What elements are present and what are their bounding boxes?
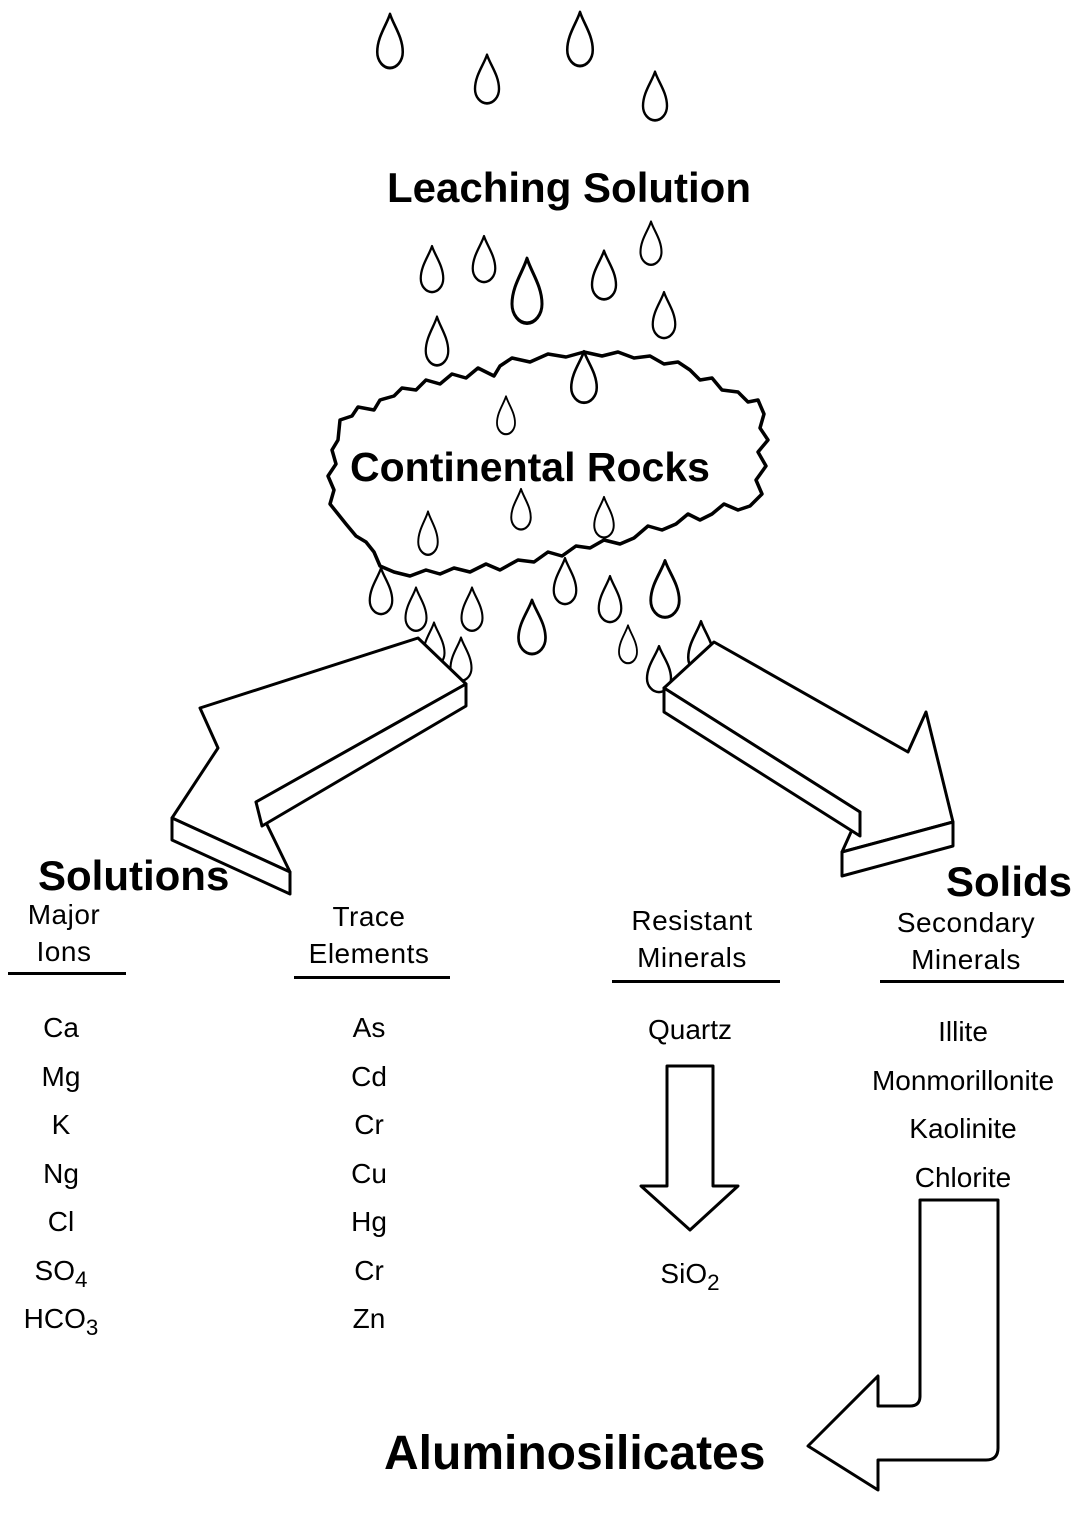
major-ions-rule <box>8 972 126 975</box>
major-ions-header: Major Ions <box>14 896 114 970</box>
list-item: Cr <box>354 1254 384 1286</box>
raindrop-icon <box>424 315 450 367</box>
raindrop-icon <box>473 53 501 105</box>
raindrop-icon <box>597 574 623 624</box>
list-item: Ng <box>0 1150 122 1199</box>
list-item: Kaolinite <box>909 1113 1017 1144</box>
list-item: Ca <box>0 1004 122 1053</box>
secondary-minerals-header-line1: Secondary <box>896 907 1036 938</box>
raindrop-icon <box>552 556 578 606</box>
resistant-minerals-header: Resistant Minerals <box>612 902 772 976</box>
solutions-label: Solutions <box>38 852 230 899</box>
list-item: As <box>352 1012 386 1043</box>
block-arrow-icon <box>170 636 468 896</box>
aluminosilicates-label: Aluminosilicates <box>384 1427 766 1480</box>
raindrop-icon <box>617 624 639 665</box>
secondary-minerals-header-line2: Minerals <box>911 944 1021 975</box>
trace-elements-header-line1: Trace <box>332 901 406 932</box>
formula-subscript: 4 <box>75 1266 88 1292</box>
list-item: SO4 <box>0 1247 122 1296</box>
solids-label: Solids <box>946 858 1073 905</box>
raindrop-icon <box>517 598 547 656</box>
resistant-minerals-header-line2: Minerals <box>637 942 747 973</box>
block-arrow-icon <box>639 1064 740 1232</box>
sio2-base: SiO <box>660 1258 708 1289</box>
list-item: Monmorillonite <box>871 1064 1055 1096</box>
secondary-minerals-rule <box>880 980 1064 983</box>
raindrop-icon <box>404 586 428 632</box>
formula-base: HCO <box>23 1303 86 1334</box>
trace-elements-header-line2: Elements <box>308 938 430 969</box>
list-item: Chlorite <box>914 1161 1012 1193</box>
list-item: Zn <box>352 1303 386 1334</box>
formula-base: SO <box>34 1254 75 1286</box>
major-ions-header-line2: Ions <box>36 936 92 967</box>
raindrop-icon <box>510 256 544 326</box>
leaching-solution-label: Leaching Solution <box>387 164 751 211</box>
resistant-minerals-rule <box>612 980 780 983</box>
list-item: Cl <box>0 1198 122 1247</box>
formula-base: Ng <box>43 1157 79 1189</box>
list-item: Illite <box>938 1016 988 1047</box>
list-item: Cd <box>351 1060 387 1092</box>
raindrop-icon <box>649 559 681 619</box>
continental-rocks-label: Continental Rocks <box>350 444 710 490</box>
formula-base: Ca <box>43 1012 79 1043</box>
raindrop-icon <box>590 249 618 301</box>
raindrop-icon <box>460 586 484 632</box>
raindrop-icon <box>641 70 669 122</box>
formula-base: Cl <box>47 1206 75 1237</box>
rock-outline-icon <box>326 350 770 578</box>
list-item: Hg <box>351 1206 387 1237</box>
trace-elements-header: Trace Elements <box>294 898 444 972</box>
raindrop-icon <box>651 290 677 340</box>
major-ions-header-line1: Major <box>27 899 101 930</box>
sio2-label: SiO2 <box>612 1250 768 1299</box>
formula-base: K <box>51 1109 71 1140</box>
block-arrow-icon <box>806 1198 1000 1492</box>
formula-subscript: 3 <box>85 1315 99 1341</box>
formula-base: Mg <box>41 1060 81 1092</box>
raindrop-icon <box>565 10 595 68</box>
trace-elements-rule <box>294 976 450 979</box>
list-item: Cr <box>354 1109 384 1140</box>
raindrop-icon <box>368 566 394 616</box>
secondary-minerals-header: Secondary Minerals <box>876 904 1056 978</box>
list-item: Quartz <box>647 1014 733 1045</box>
list-item: Mg <box>0 1053 122 1102</box>
resistant-minerals-list: Quartz <box>612 1006 768 1055</box>
raindrop-icon <box>419 244 445 294</box>
raindrop-icon <box>639 220 663 266</box>
list-item: K <box>0 1101 122 1150</box>
sio2-sub: 2 <box>707 1270 720 1296</box>
resistant-minerals-header-line1: Resistant <box>631 905 753 936</box>
list-item: Cu <box>351 1157 387 1189</box>
raindrop-icon <box>471 234 497 284</box>
block-arrow-icon <box>662 640 955 878</box>
list-item: HCO3 <box>0 1295 122 1344</box>
raindrop-icons <box>368 10 716 694</box>
raindrop-icon <box>375 12 405 70</box>
